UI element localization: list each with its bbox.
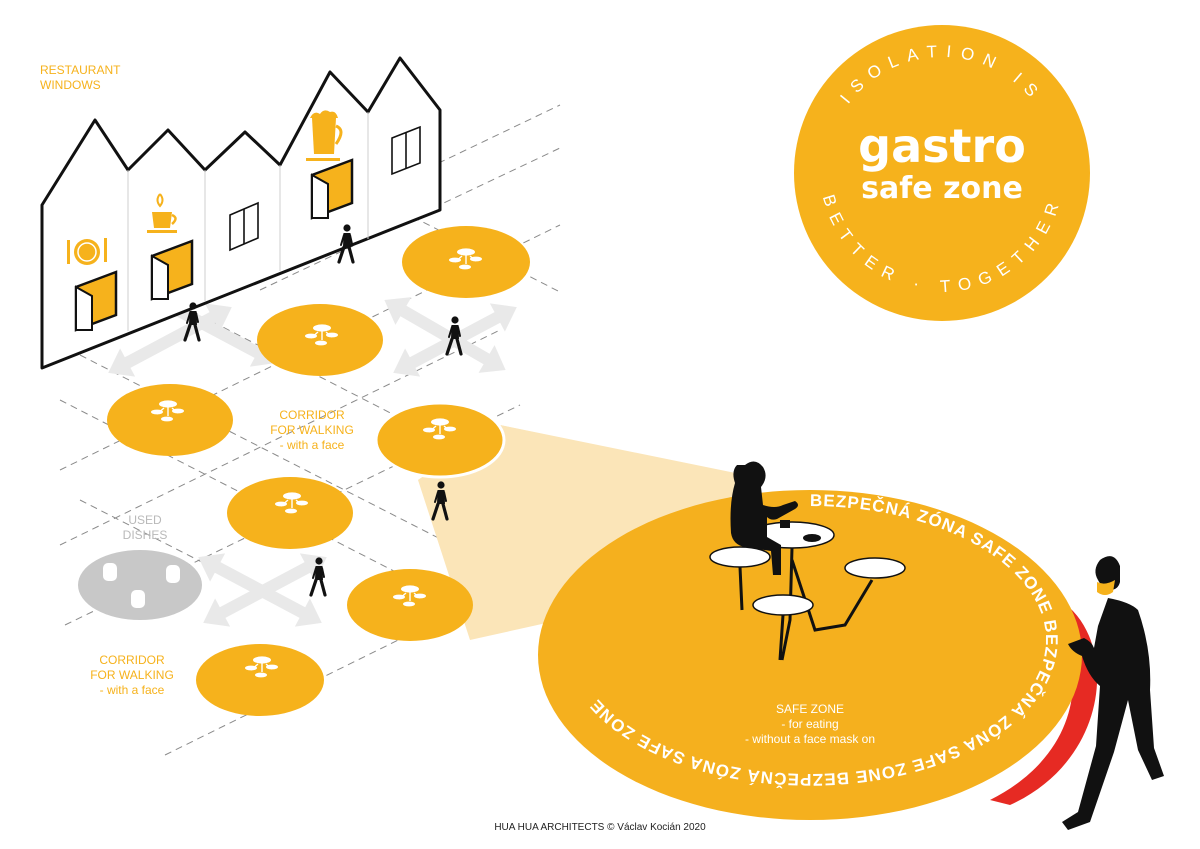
coffee-cup-icon — [147, 193, 177, 233]
table-zones — [78, 226, 530, 716]
table-zone — [374, 401, 506, 479]
table-zone — [227, 477, 353, 549]
seated-woman-icon — [709, 461, 906, 661]
window-icon — [391, 125, 421, 176]
masked-person-icon — [1062, 556, 1164, 830]
window-icon — [229, 201, 259, 252]
serving-hatch — [150, 239, 194, 301]
table-zone — [402, 226, 530, 298]
table-zone — [257, 304, 383, 376]
credit-line: HUA HUA ARCHITECTS © Václav Kocián 2020 — [494, 822, 706, 833]
used-dishes-zone — [78, 550, 202, 620]
corridor-label-top: CORRIDOR FOR WALKING - with a face — [270, 408, 354, 452]
serving-hatch — [310, 158, 354, 220]
badge-subtitle: safe zone — [861, 171, 1023, 206]
badge-title: gastro — [858, 119, 1026, 173]
restaurant-building — [40, 56, 442, 370]
serving-hatch — [74, 270, 118, 332]
zoom-cone-outline — [418, 425, 760, 615]
table-zone — [196, 644, 324, 716]
walking-person-icon — [445, 314, 463, 356]
gastro-safe-zone-badge: ISOLATION IS BETTER · TOGETHER gastro sa… — [794, 25, 1090, 321]
table-zone — [347, 569, 473, 641]
used-dishes-label: USED DISHES — [122, 513, 168, 542]
corridor-label-bottom: CORRIDOR FOR WALKING - with a face — [90, 653, 174, 697]
restaurant-windows-label: RESTAURANT WINDOWS — [40, 63, 121, 92]
safe-zone-label: SAFE ZONE - for eating - without a face … — [744, 702, 876, 746]
plate-cutlery-icon — [67, 238, 107, 265]
table-zone — [107, 384, 233, 456]
beer-mug-icon — [306, 110, 343, 161]
